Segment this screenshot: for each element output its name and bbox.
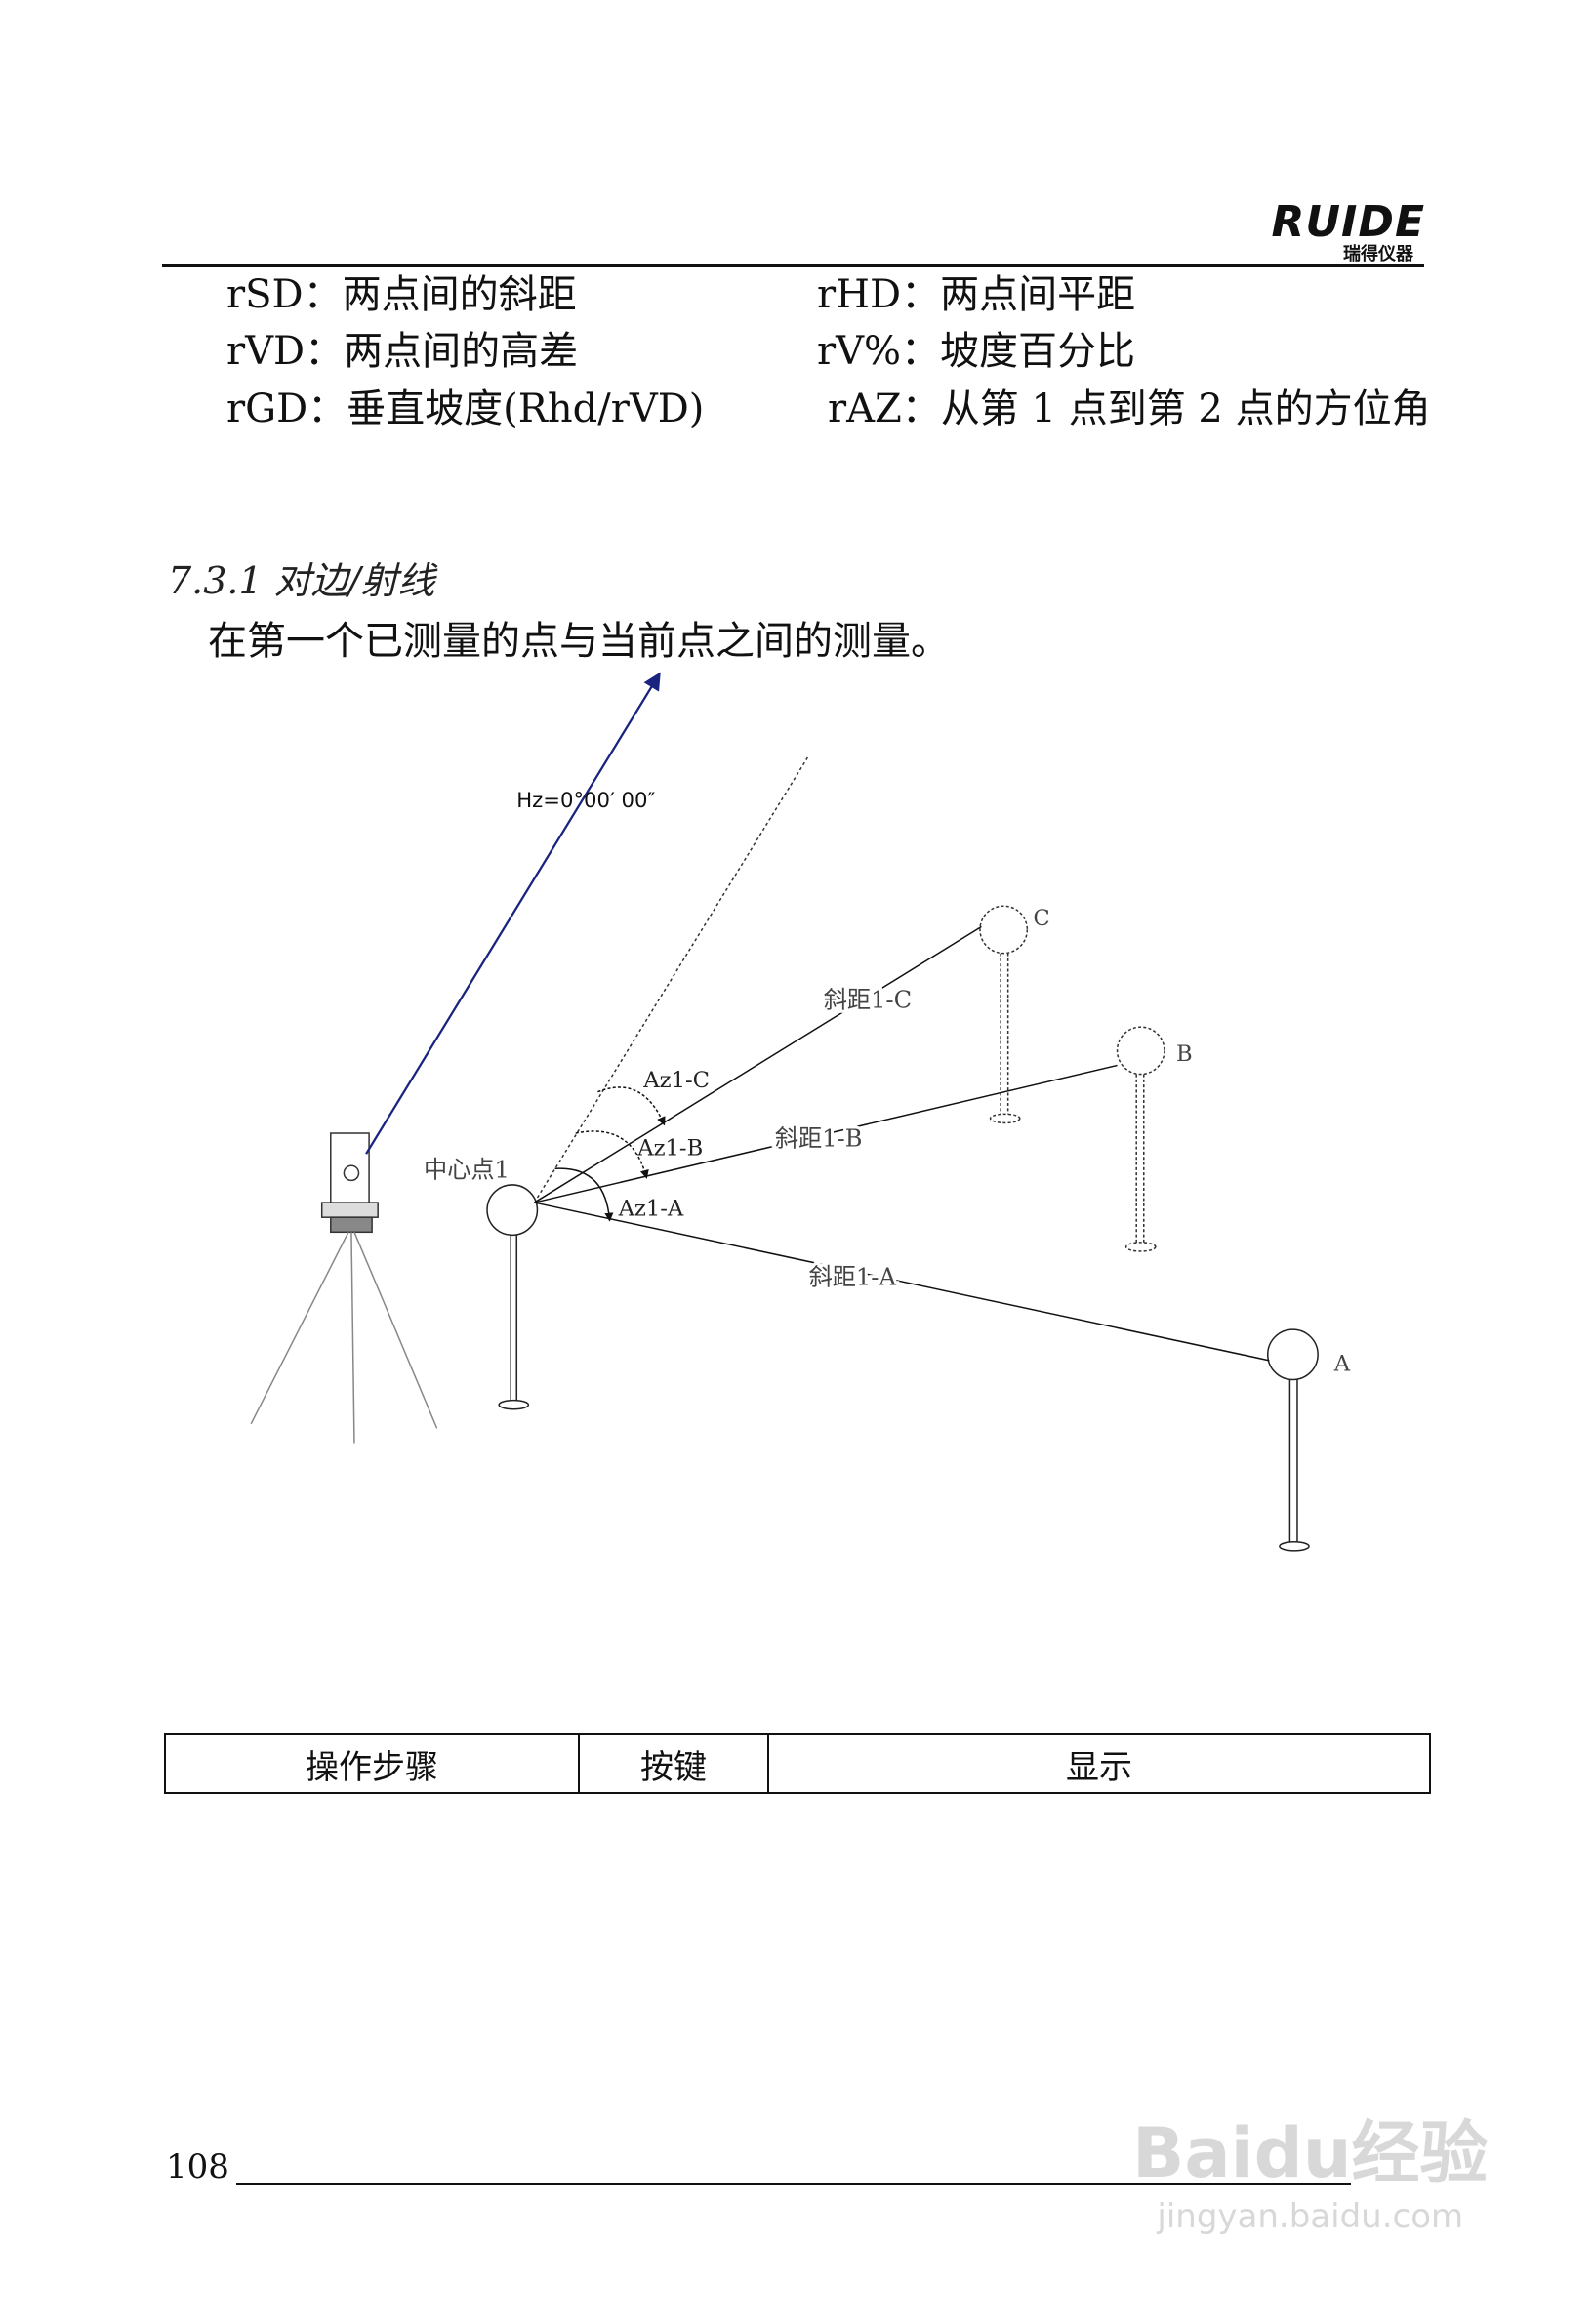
hz-label: Hz=0°00′ 00″ [516,788,655,812]
distance-line-b [534,1064,1118,1203]
azimuth-label-a: Az1-A [618,1197,684,1222]
distance-label-c: 斜距1-C [824,987,912,1014]
distance-line-c [534,925,982,1203]
footer-rule [236,2183,1351,2185]
page-number: 108 [166,2147,229,2186]
center-point-label: 中心点1 [424,1156,510,1183]
point-a-target [1266,1328,1319,1552]
header-operation-steps: 操作步骤 [164,1733,580,1794]
azimuth-label-b: Az1-B [636,1136,703,1162]
point-c-target [979,905,1029,1124]
definition-rvd: rVD：两点间的高差 [226,329,579,374]
logo-text: RUIDE [1271,197,1425,247]
steps-table: 操作步骤 按键 显示 [164,1733,1431,1794]
definition-rgd: rGD：垂直坡度(Rhd/rVD) [226,387,705,431]
table-header-row: 操作步骤 按键 显示 [164,1733,1431,1794]
header-keys: 按键 [578,1733,769,1794]
header-rule [162,264,1424,267]
distance-line-a [534,1202,1270,1362]
hz-direction-arrow [365,672,661,1155]
section-heading: 7.3.1 对边/射线 [168,559,435,602]
baidu-watermark: Baidu经验 jingyan.baidu.com [1132,2113,1489,2236]
definition-rv-percent: rV%：坡度百分比 [817,329,1136,374]
reference-direction-line [533,754,810,1203]
point-a-label: A [1333,1351,1351,1376]
azimuth-arc-b [575,1130,649,1179]
definition-raz: rAZ：从第 1 点到第 2 点的方位角 [828,387,1431,431]
section-intro: 在第一个已测量的点与当前点之间的测量。 [208,619,950,664]
azimuth-arc-c [597,1086,666,1126]
point-c-label: C [1033,906,1049,931]
distance-label-b: 斜距1-B [775,1125,863,1153]
total-station-icon [250,1132,438,1444]
definition-rsd: rSD：两点间的斜距 [226,272,577,317]
header-display: 显示 [767,1733,1431,1794]
azimuth-arc-a [554,1167,614,1222]
definition-rhd: rHD：两点间平距 [817,272,1136,317]
distance-label-a: 斜距1-A [809,1264,897,1291]
center-point-target [486,1184,539,1410]
point-b-target [1116,1026,1165,1252]
ruide-logo: RUIDE 瑞得仪器 [1269,200,1425,265]
point-b-label: B [1176,1041,1193,1067]
logo-subtext: 瑞得仪器 [1343,244,1413,265]
azimuth-label-c: Az1-C [642,1068,710,1093]
